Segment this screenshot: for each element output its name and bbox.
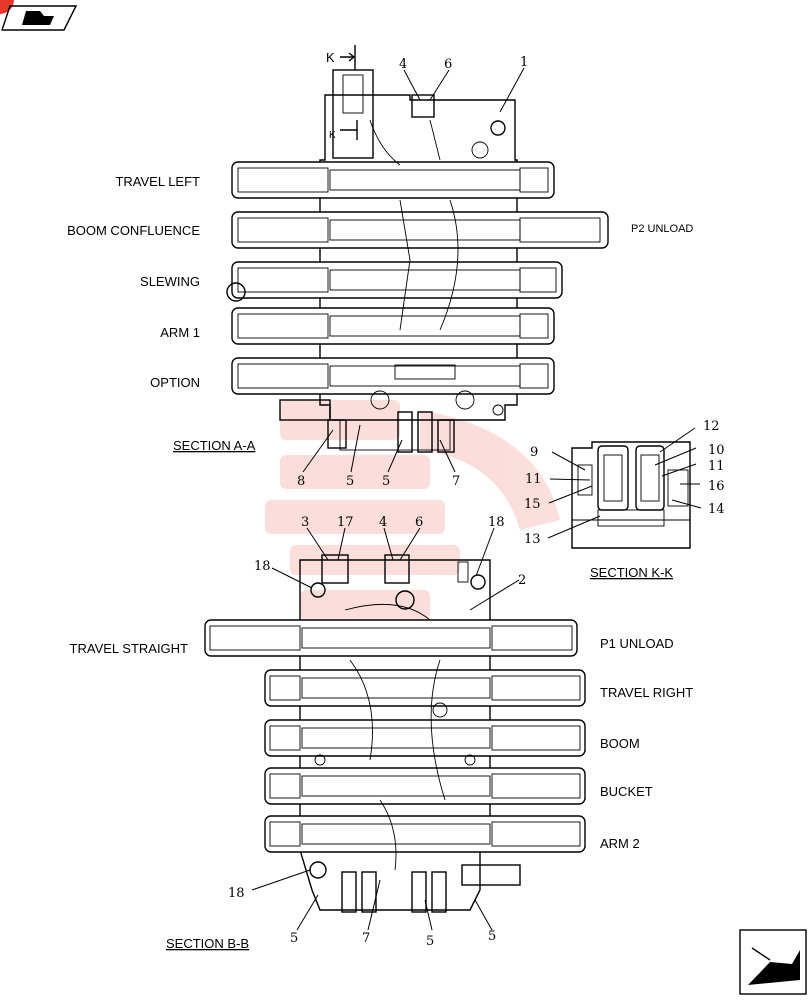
callout-7: 7 (452, 474, 460, 489)
section-aa-title: SECTION A-A (173, 438, 256, 453)
callout-kk-12: 12 (703, 419, 720, 434)
callout-bb-3: 3 (301, 515, 309, 530)
label-arm-2: ARM 2 (600, 836, 640, 851)
label-p2-unload: P2 UNLOAD (631, 223, 693, 235)
label-slewing: SLEWING (140, 274, 200, 289)
label-boom-confluence: BOOM CONFLUENCE (67, 223, 200, 238)
section-kk-leaders (547, 427, 702, 539)
callout-kk-16: 16 (708, 479, 725, 494)
next-page-arrow-icon[interactable] (739, 929, 807, 995)
callout-bb-6: 6 (415, 515, 423, 530)
callout-bb-5c: 5 (488, 929, 496, 944)
callout-kk-9: 9 (530, 445, 538, 460)
callout-bb-5b: 5 (426, 934, 434, 949)
section-kk-drawing (571, 441, 691, 549)
book-arrow-icon[interactable] (1, 5, 78, 31)
section-aa-drawing (226, 45, 609, 453)
label-bucket: BUCKET (600, 784, 653, 799)
callout-bb-2: 2 (518, 573, 526, 588)
label-boom: BOOM (600, 736, 640, 751)
callout-kk-15: 15 (524, 497, 541, 512)
section-kk-title: SECTION K-K (590, 565, 673, 580)
label-arm-1: ARM 1 (160, 325, 200, 340)
corner-dot (0, 0, 14, 14)
label-option: OPTION (150, 375, 200, 390)
view-marker-k-lower: K (329, 130, 336, 141)
label-travel-left: TRAVEL LEFT (115, 174, 200, 189)
callout-bb-17: 17 (337, 515, 354, 530)
callout-kk-13: 13 (524, 532, 541, 547)
callout-bb-18a: 18 (488, 515, 505, 530)
callout-kk-11b: 11 (708, 459, 725, 474)
callout-5a: 5 (346, 474, 354, 489)
label-travel-right: TRAVEL RIGHT (600, 685, 693, 700)
section-bb-title: SECTION B-B (166, 936, 249, 951)
label-travel-straight: TRAVEL STRAIGHT (70, 641, 189, 656)
callout-1: 1 (520, 55, 528, 70)
section-bb-drawing (204, 554, 586, 913)
callout-kk-10: 10 (708, 443, 725, 458)
callout-bb-4: 4 (379, 515, 387, 530)
section-bb-leaders (251, 527, 520, 931)
callout-4: 4 (399, 57, 407, 72)
callout-bb-5a: 5 (290, 931, 298, 946)
callout-bb-7: 7 (362, 931, 370, 946)
callout-5b: 5 (382, 474, 390, 489)
callout-bb-18c: 18 (228, 886, 245, 901)
label-p1-unload: P1 UNLOAD (600, 636, 674, 651)
section-aa-leaders (302, 67, 525, 473)
callout-kk-14: 14 (708, 502, 725, 517)
callout-bb-18b: 18 (254, 559, 271, 574)
callout-8: 8 (297, 474, 305, 489)
callout-6: 6 (444, 57, 452, 72)
callout-kk-11a: 11 (525, 472, 542, 487)
view-marker-k: K (326, 50, 335, 65)
